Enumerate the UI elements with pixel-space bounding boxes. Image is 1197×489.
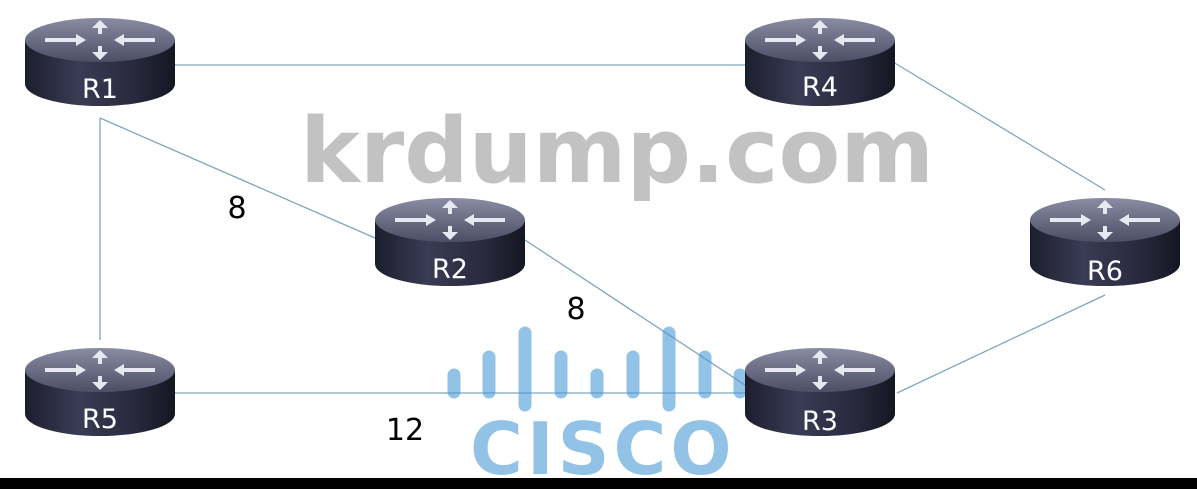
link-r4-r6 [892, 61, 1106, 191]
link-r6-r3 [896, 294, 1106, 394]
router-label: R5 [82, 404, 118, 435]
router-r6[interactable]: R6 [1028, 196, 1182, 288]
link-r1-r2 [99, 117, 376, 239]
router-label: R1 [82, 74, 118, 105]
cost-r2-r3: 8 [566, 292, 585, 327]
router-r1[interactable]: R1 [23, 16, 177, 108]
router-label: R3 [802, 406, 838, 437]
cisco-logo-watermark: CISCO [447, 326, 747, 489]
router-r5[interactable]: R5 [23, 346, 177, 438]
router-label: R6 [1087, 256, 1123, 287]
router-r4[interactable]: R4 [743, 16, 897, 108]
cost-r5-r3: 12 [386, 413, 424, 448]
router-label: R2 [432, 254, 468, 285]
bottom-bar [0, 478, 1197, 489]
router-r3[interactable]: R3 [743, 346, 897, 438]
router-label: R4 [802, 72, 838, 103]
cost-r1-r2: 8 [227, 191, 246, 226]
router-r2[interactable]: R2 [373, 196, 527, 288]
cisco-logo-text: CISCO [470, 407, 736, 489]
watermark-text: krdump.com [300, 99, 934, 204]
